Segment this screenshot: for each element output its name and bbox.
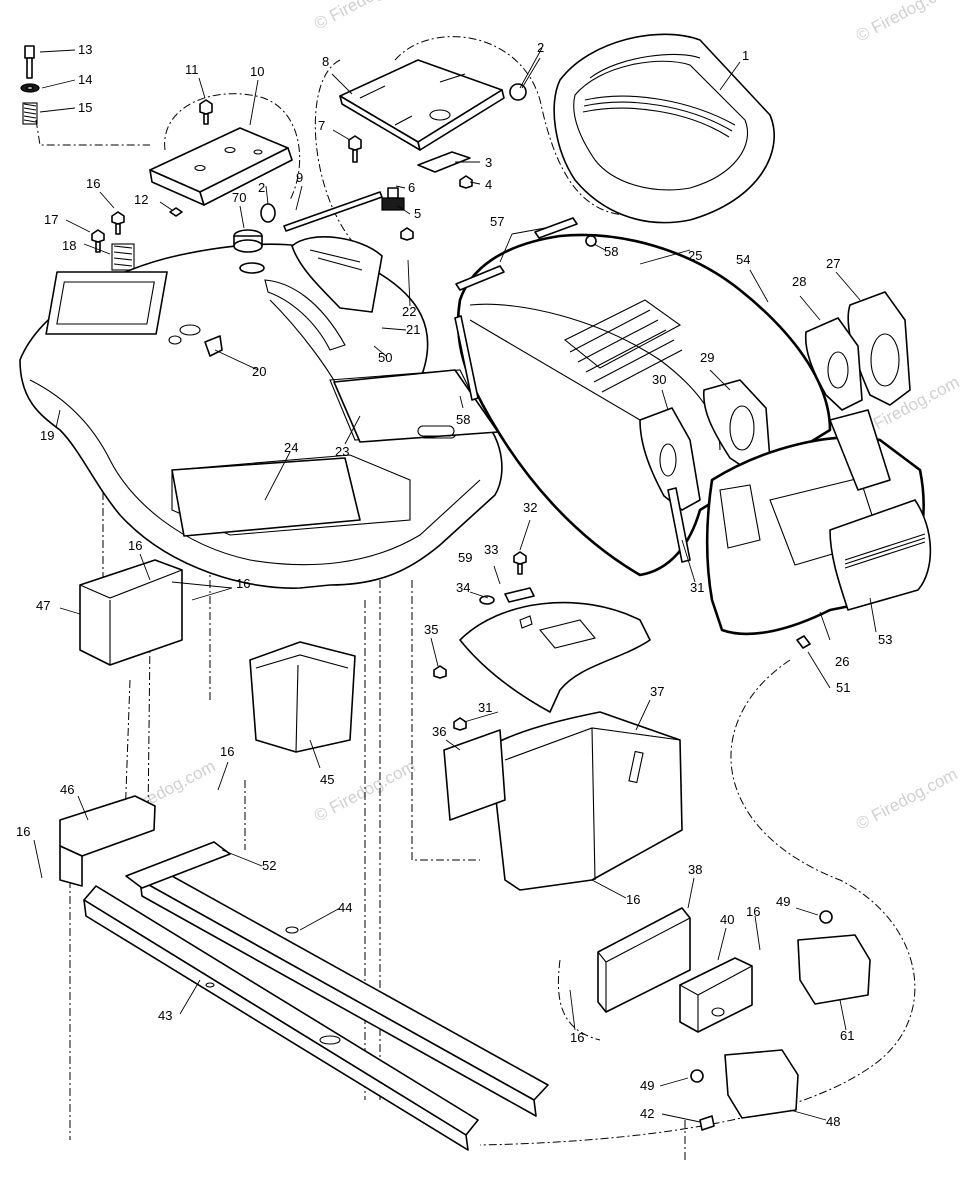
floor-mat: [171, 457, 361, 537]
callout-label: 61: [840, 1028, 854, 1043]
callout-label: 16: [16, 824, 30, 839]
callout-label: 20: [252, 364, 266, 379]
callout-label: 16: [236, 576, 250, 591]
seat-plate: [339, 59, 505, 211]
callout-label: 5: [414, 206, 421, 221]
callout-label: 42: [640, 1106, 654, 1121]
callout-label: 40: [720, 912, 734, 927]
seat-bracket: [149, 127, 293, 206]
watermark: © Firedog.com: [853, 764, 961, 833]
callout-label: 35: [424, 622, 438, 637]
callout-label: 6: [408, 180, 415, 195]
grille: [705, 409, 932, 649]
callout-label: 12: [134, 192, 148, 207]
callout-label: 49: [776, 894, 790, 909]
callout-label: 70: [232, 190, 246, 205]
small-bolts: [91, 99, 527, 731]
callout-label: 54: [736, 252, 750, 267]
callout-label: 15: [78, 100, 92, 115]
side-brackets: [59, 559, 183, 887]
callout-label: 32: [523, 500, 537, 515]
callout-label: 31: [690, 580, 704, 595]
callout-label: 8: [322, 54, 329, 69]
callout-label: 58: [604, 244, 618, 259]
callout-label: 18: [62, 238, 76, 253]
callout-label: 16: [128, 538, 142, 553]
headlight-lenses: [639, 291, 911, 511]
callout-label: 21: [406, 322, 420, 337]
frame-rails: [83, 841, 549, 1151]
callout-label: 7: [318, 118, 325, 133]
callout-label: 48: [826, 1114, 840, 1129]
callout-label: 46: [60, 782, 74, 797]
callout-label: 1: [742, 48, 749, 63]
watermark: © Firedog.com: [311, 0, 419, 34]
callout-label: 11: [185, 62, 199, 77]
callout-label: 9: [296, 170, 303, 185]
bolt-washer-spring-stack: [20, 45, 40, 125]
callout-label: 58: [456, 412, 470, 427]
seat: [553, 33, 775, 224]
heat-shield: [459, 587, 651, 713]
callout-label: 4: [485, 177, 492, 192]
callout-label: 43: [158, 1008, 172, 1023]
callout-label: 17: [44, 212, 58, 227]
callout-label: 30: [652, 372, 666, 387]
callout-label: 36: [432, 724, 446, 739]
callout-label: 53: [878, 632, 892, 647]
callout-label: 16: [746, 904, 760, 919]
dash-panel: [443, 711, 683, 891]
callout-label: 16: [626, 892, 640, 907]
callout-label: 23: [335, 444, 349, 459]
hood-bracket: [667, 487, 691, 563]
callout-label: 47: [36, 598, 50, 613]
callout-label: 57: [490, 214, 504, 229]
callout-label: 28: [792, 274, 806, 289]
fuel-cap: [204, 229, 265, 357]
callout-label: 37: [650, 684, 664, 699]
callout-labels: 1 2 2 3 4 5 6 7 8 9 10 11 12 13 14 15 16…: [16, 40, 892, 1129]
callout-label: 14: [78, 72, 92, 87]
callout-label: 27: [826, 256, 840, 271]
callout-label: 13: [78, 42, 92, 57]
callout-label: 10: [250, 64, 264, 79]
callout-label: 31: [478, 700, 492, 715]
callout-label: 22: [402, 304, 416, 319]
hood: [454, 217, 832, 577]
rear-brackets: [597, 907, 871, 1131]
shift-plate: [264, 236, 499, 443]
callout-label: 24: [284, 440, 298, 455]
callout-label: 25: [688, 248, 702, 263]
callout-label: 59: [458, 550, 472, 565]
callout-label: 26: [835, 654, 849, 669]
callout-label: 29: [700, 350, 714, 365]
callout-label: 45: [320, 772, 334, 787]
callout-label: 16: [570, 1030, 584, 1045]
callout-label: 38: [688, 862, 702, 877]
callout-label: 49: [640, 1078, 654, 1093]
callout-label: 44: [338, 900, 352, 915]
callout-label: 50: [378, 350, 392, 365]
callout-label: 2: [537, 40, 544, 55]
callout-label: 51: [836, 680, 850, 695]
callout-label: 16: [220, 744, 234, 759]
callout-label: 34: [456, 580, 470, 595]
watermark: © Firedog.com: [853, 0, 961, 46]
callout-label: 16: [86, 176, 100, 191]
leader-lines: [33, 47, 877, 1123]
callout-label: 52: [262, 858, 276, 873]
callout-label: 33: [484, 542, 498, 557]
callout-label: 2: [258, 180, 265, 195]
callout-label: 19: [40, 428, 54, 443]
callout-label: 3: [485, 155, 492, 170]
battery-tray: [249, 641, 356, 753]
